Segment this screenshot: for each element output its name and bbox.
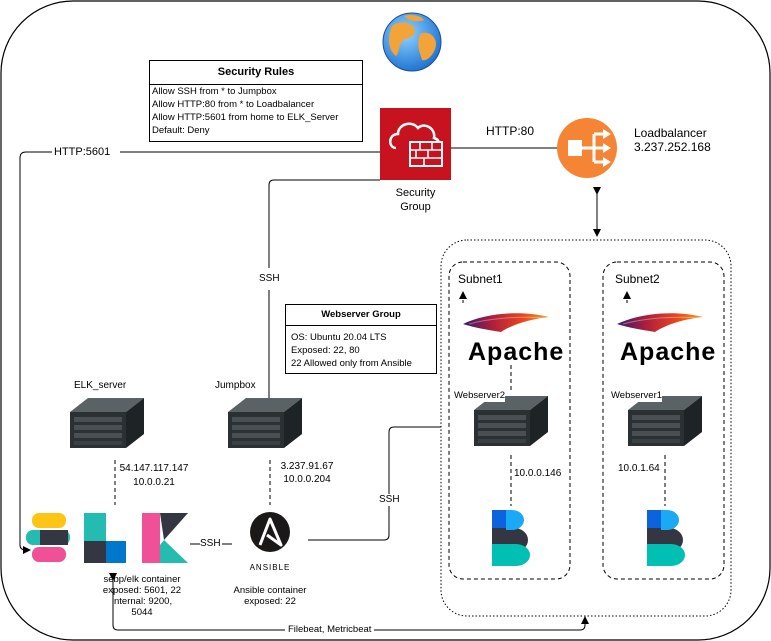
webserver-group-line: Exposed: 22, 80 — [291, 345, 360, 356]
rule-row: Allow HTTP:5601 from home to ELK_Server — [152, 112, 339, 123]
jumpbox-name: Jumpbox — [215, 380, 256, 391]
security-group-icon — [380, 108, 451, 180]
ssh-jumpbox-label: SSH — [259, 273, 280, 285]
loadbalancer-ip: 3.237.252.168 — [634, 140, 711, 154]
ssh-web-line — [308, 426, 441, 541]
beats-logo-icon — [482, 506, 542, 568]
ansible-wordmark: ANSIBLE — [249, 563, 291, 572]
jumpbox-ips: 3.237.91.67 10.0.0.204 — [280, 461, 334, 485]
webserver-group-line: OS: Ubuntu 20.04 LTS — [291, 332, 387, 343]
ansible-logo-icon — [232, 505, 308, 579]
subnet2-label: Subnet2 — [615, 272, 660, 286]
jumpbox-server-icon — [228, 398, 302, 448]
ansible-container-label: Ansible container exposed: 22 — [233, 585, 307, 607]
elk-server-name: ELK_server — [74, 380, 127, 391]
webserver-group-line: 22 Allowed only from Ansible — [291, 358, 412, 369]
webserver-group-title: Webserver Group — [286, 305, 436, 326]
beats-logo-icon — [637, 506, 697, 568]
apache-wordmark: Apache — [620, 338, 717, 366]
rule-row: Allow SSH from * to Jumpbox — [152, 86, 277, 97]
webserver1-ip: 10.0.1.64 — [618, 463, 660, 474]
webserver2-icon — [474, 396, 548, 446]
elk-container-label: sebp/elk container exposed: 5601, 22 int… — [102, 574, 182, 618]
loadbalancer-label: Loadbalancer 3.237.252.168 — [634, 126, 711, 154]
beats-label: Filebeat, Metricbeat — [285, 624, 375, 636]
loadbalancer-icon — [557, 118, 617, 178]
apache-feather-icon — [462, 312, 550, 333]
apache-wordmark: Apache — [468, 338, 565, 366]
rule-row: Default: Deny — [152, 125, 210, 136]
rule-row: Allow HTTP:80 from * to Loadbalancer — [152, 99, 315, 110]
internet-globe-icon — [382, 12, 442, 72]
apache-feather-icon — [616, 312, 704, 333]
security-rules-title: Security Rules — [150, 61, 362, 85]
elk-server-icon — [70, 398, 144, 448]
elk-server-ips: 54.147.117.147 10.0.0.21 — [119, 463, 189, 488]
webserver-region — [440, 239, 732, 617]
http80-label: HTTP:80 — [486, 124, 535, 138]
webserver2-label: Webserver2 — [454, 390, 506, 402]
subnet2-box — [602, 261, 725, 580]
webserver-group-table: Webserver Group OS: Ubuntu 20.04 LTS Exp… — [285, 304, 437, 374]
http5601-label: HTTP:5601 — [52, 146, 113, 158]
loadbalancer-name: Loadbalancer — [634, 126, 707, 140]
webserver1-icon — [628, 396, 702, 446]
ssh-elk-label: SSH — [200, 538, 221, 550]
subnet1-label: Subnet1 — [458, 272, 503, 286]
ssh-web-label: SSH — [379, 494, 400, 506]
webserver1-label: Webserver1 — [611, 390, 663, 402]
security-rules-table: Security Rules Allow SSH from * to Jumpb… — [149, 60, 363, 142]
webserver2-ip: 10.0.0.146 — [514, 468, 562, 479]
http5601-line — [19, 151, 380, 550]
security-group-label: Security Group — [395, 187, 436, 213]
ssh-jumpbox-line — [268, 179, 380, 398]
elk-logo-icon — [26, 513, 188, 563]
